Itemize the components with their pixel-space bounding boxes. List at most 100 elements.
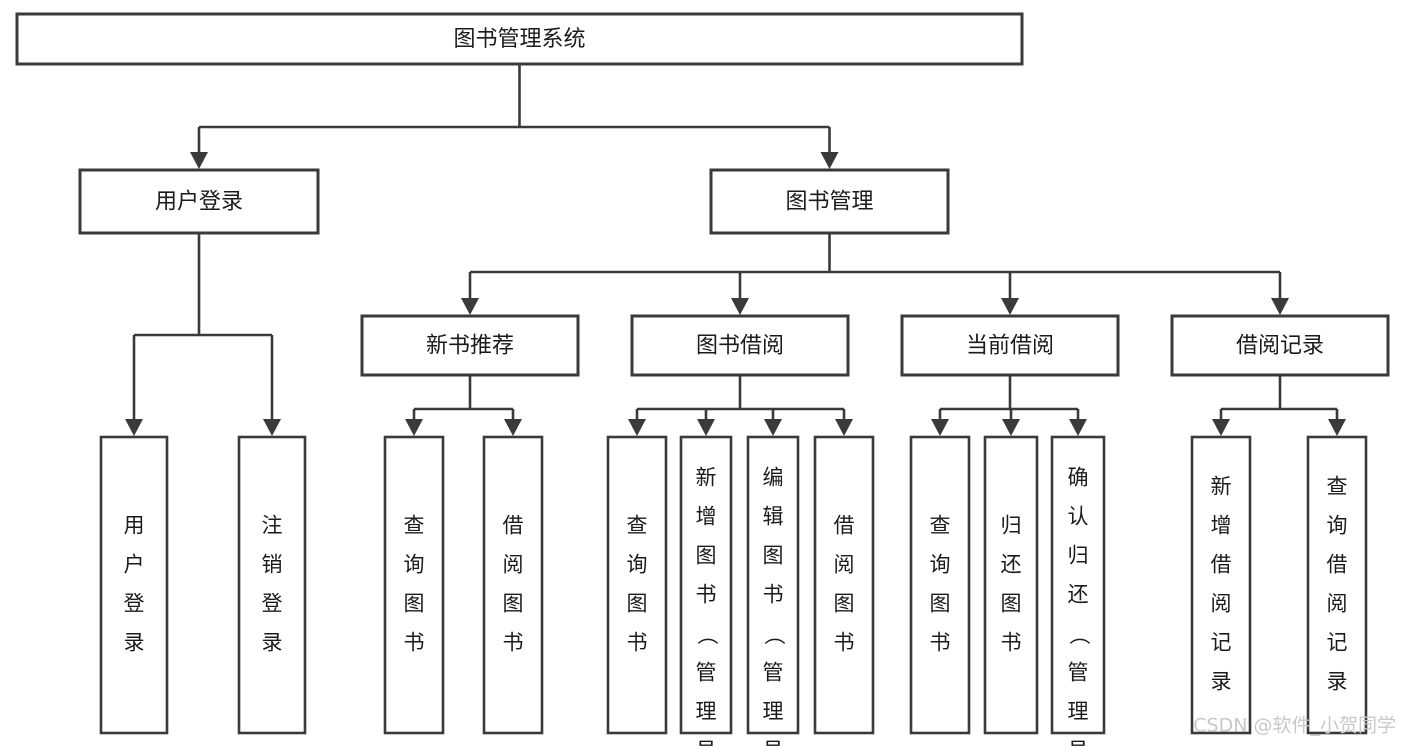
leaf-query-book-b-label-char: 图 (627, 592, 648, 616)
leaf-borrow-book-a-label-char: 借 (503, 514, 524, 538)
leaf-query-book-b-label-char: 询 (627, 553, 648, 577)
leaf-borrow-book-b-box (813, 435, 875, 735)
leaf-user-login-label-char: 户 (124, 553, 145, 577)
leaf-query-record-label-char: 查 (1327, 475, 1348, 499)
leaf-borrow-book-b-label-char: 图 (834, 592, 855, 616)
leaf-query-record-box (1306, 435, 1368, 735)
node-new-book-recommend-label: 新书推荐 (426, 334, 514, 359)
node-new-book-recommend[interactable]: 新书推荐 (360, 314, 580, 377)
node-root-system-box (15, 12, 1024, 66)
node-user-login-label: 用户登录 (155, 190, 243, 215)
node-layer: 图书管理系统用户登录图书管理新书推荐图书借阅当前借阅借阅记录用户登录注销登录查询… (15, 12, 1390, 747)
arrow-head-icon (697, 419, 715, 436)
leaf-borrow-book-a-label-char: 图 (503, 592, 524, 616)
leaf-borrow-book-a-box (482, 435, 544, 735)
leaf-query-book-b-label-char: 查 (627, 514, 648, 538)
node-book-borrow[interactable]: 图书借阅 (630, 314, 850, 377)
arrow-head-icon (1069, 419, 1087, 436)
leaf-logout-label-char: 销 (262, 553, 283, 577)
node-user-login[interactable]: 用户登录 (78, 168, 320, 235)
leaf-logout-label-char: 录 (262, 631, 283, 655)
arrow-head-icon (628, 419, 646, 436)
node-book-manage-box (709, 168, 950, 235)
node-root-system[interactable]: 图书管理系统 (15, 12, 1024, 66)
leaf-add-record-label-char: 录 (1211, 670, 1232, 694)
leaf-query-record-label-char: 借 (1327, 553, 1348, 577)
leaf-add-book-label-char: 书 (696, 583, 717, 607)
leaf-user-login-label-char: 用 (124, 514, 145, 538)
leaf-add-book-label-char: 理 (696, 700, 717, 724)
leaf-add-book-label-char: 管 (696, 661, 717, 685)
leaf-confirm-return-box (1050, 435, 1106, 735)
leaf-confirm-return-label-char: 员 (1068, 739, 1089, 747)
node-book-manage-label: 图书管理 (785, 190, 873, 215)
leaf-query-book-b-box (606, 435, 668, 735)
node-user-login-box (78, 168, 320, 235)
leaf-edit-book-label-char: （ (762, 624, 786, 645)
leaf-edit-book-label-char: 管 (763, 661, 784, 685)
node-book-borrow-label: 图书借阅 (696, 334, 784, 359)
leaf-query-book-a-label-char: 图 (404, 592, 425, 616)
leaf-return-book-label-char: 归 (1001, 514, 1022, 538)
leaf-logout-box (237, 435, 307, 735)
leaf-query-book-b-label-char: 书 (627, 631, 648, 655)
leaf-confirm-return-label-char: 还 (1068, 583, 1089, 607)
leaf-query-book-a-label-char: 书 (404, 631, 425, 655)
leaf-logout-label-char: 注 (262, 514, 283, 538)
leaf-query-book-c-box (909, 435, 971, 735)
node-borrow-record[interactable]: 借阅记录 (1170, 314, 1390, 377)
leaf-edit-book-label-char: 员 (763, 739, 784, 747)
arrow-head-icon (835, 419, 853, 436)
leaf-return-book-label-char: 书 (1001, 631, 1022, 655)
leaf-return-book-label-char: 图 (1001, 592, 1022, 616)
arrow-head-icon (820, 152, 839, 169)
leaf-logout-label-char: 登 (262, 592, 283, 616)
arrow-head-icon (405, 419, 423, 436)
leaf-confirm-return-label-char: （ (1067, 624, 1091, 645)
leaf-query-record-label-char: 记 (1327, 631, 1348, 655)
arrow-head-icon (190, 152, 208, 169)
leaf-query-record-label-char: 阅 (1327, 592, 1348, 616)
leaf-leaf-user-login[interactable]: 用户登录 (99, 435, 169, 735)
leaf-query-book-a-label-char: 查 (404, 514, 425, 538)
leaf-query-book-c-label-char: 图 (930, 592, 951, 616)
node-current-borrow[interactable]: 当前借阅 (900, 314, 1120, 377)
leaf-query-book-a-label-char: 询 (404, 553, 425, 577)
leaf-confirm-return-label-char: 确 (1068, 466, 1089, 490)
leaf-edit-book-box (746, 435, 800, 735)
node-book-manage[interactable]: 图书管理 (709, 168, 950, 235)
arrow-head-icon (1271, 298, 1289, 315)
leaf-user-login-box (99, 435, 169, 735)
leaf-confirm-return-label-char: 管 (1068, 661, 1089, 685)
leaf-confirm-return-label-char: 理 (1068, 700, 1089, 724)
node-borrow-record-label: 借阅记录 (1236, 334, 1324, 359)
leaf-add-record-label-char: 阅 (1211, 592, 1232, 616)
arrow-head-icon (731, 298, 749, 315)
arrow-head-icon (263, 419, 281, 436)
leaf-query-book-c-label-char: 查 (930, 514, 951, 538)
arrow-head-icon (1328, 419, 1346, 436)
leaf-confirm-return-label-char: 认 (1068, 505, 1089, 529)
leaf-confirm-return-label-char: 归 (1068, 544, 1089, 568)
leaf-add-record-label-char: 新 (1211, 475, 1232, 499)
leaf-add-book-label-char: 增 (696, 505, 717, 529)
edge-layer (125, 64, 1346, 436)
leaf-add-book-label-char: 员 (696, 739, 717, 747)
leaf-edit-book-label-char: 理 (763, 700, 784, 724)
leaf-query-book-a-box (383, 435, 445, 735)
leaf-user-login-label-char: 录 (124, 631, 145, 655)
